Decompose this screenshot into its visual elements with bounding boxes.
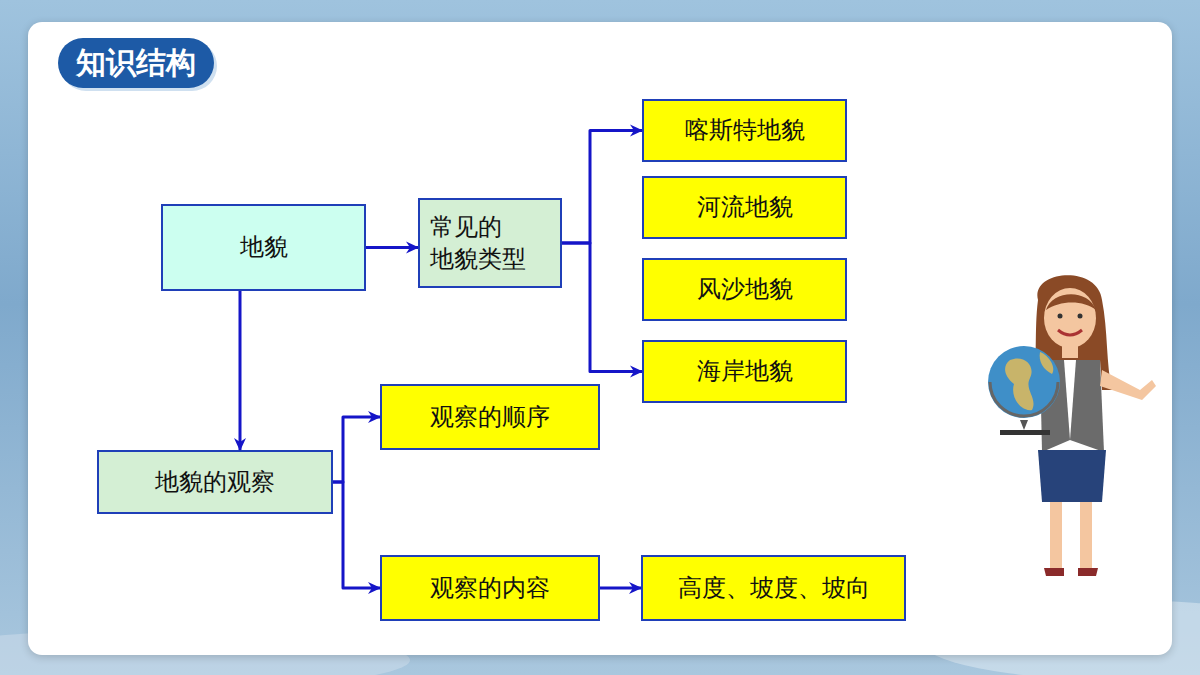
type-box: 喀斯特地貌 [642, 99, 847, 162]
category-box: 常见的 地貌类型 [418, 198, 562, 288]
node-label: 海岸地貌 [697, 355, 793, 387]
arrow-connector [562, 243, 642, 372]
node-label: 观察的顺序 [430, 401, 550, 433]
teacher-illustration [980, 270, 1170, 590]
content-panel [28, 22, 1172, 655]
node-label: 河流地貌 [697, 191, 793, 223]
arrow-connector [600, 587, 641, 590]
node-label: 喀斯特地貌 [685, 114, 805, 146]
item-box: 观察的顺序 [380, 384, 600, 450]
node-label: 高度、坡度、坡向 [678, 572, 870, 604]
arrow-connector [366, 246, 418, 249]
node-label: 常见的 地貌类型 [430, 211, 554, 276]
title-pill: 知识结构 [58, 38, 214, 88]
type-box: 河流地貌 [642, 176, 847, 239]
diagram-title: 知识结构 [76, 46, 196, 79]
node-label: 观察的内容 [430, 572, 550, 604]
node-label: 地貌的观察 [155, 466, 275, 498]
topic-box: 地貌 [161, 204, 366, 291]
arrow-connector [562, 131, 642, 244]
type-box: 海岸地貌 [642, 340, 847, 403]
node-label: 地貌 [240, 231, 288, 263]
arrow-connector [333, 482, 380, 588]
arrow-connector [239, 291, 242, 450]
arrow-connector [333, 417, 380, 482]
detail-box: 高度、坡度、坡向 [641, 555, 906, 621]
node-label: 风沙地貌 [697, 273, 793, 305]
category-box: 地貌的观察 [97, 450, 333, 514]
item-box: 观察的内容 [380, 555, 600, 621]
type-box: 风沙地貌 [642, 258, 847, 321]
